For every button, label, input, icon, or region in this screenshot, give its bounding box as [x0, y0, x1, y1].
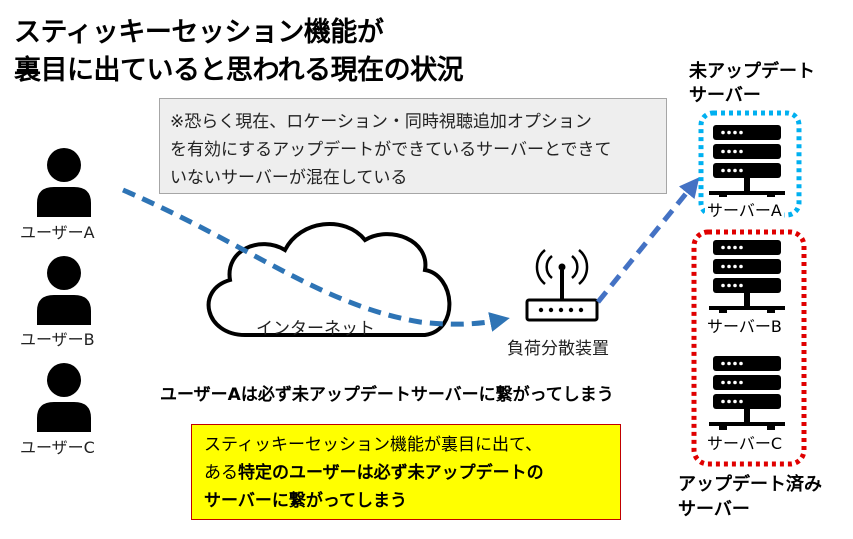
server-b-label: サーバーB: [705, 313, 784, 337]
user-b-icon: [37, 256, 91, 325]
updated-group-border: [691, 229, 807, 467]
note-line-3: いないサーバーが混在している: [170, 168, 408, 188]
user-b-label: ユーザーB: [20, 330, 95, 349]
result-caption: ユーザーAは必ず未アップデートサーバーに繋がってしまう: [160, 385, 614, 405]
conclusion-line-1: スティッキーセッション機能が裏目に出て、: [204, 435, 543, 455]
cloud-icon: [206, 222, 452, 337]
conclusion-line-3: サーバーに繋がってしまう: [204, 491, 407, 511]
conclusion-line-2-bold: 特定のユーザーは必ず未アップデートの: [238, 463, 544, 483]
user-c-icon: [37, 363, 91, 432]
load-balancer-label: 負荷分散装置: [507, 339, 609, 359]
server-c-label: サーバーC: [705, 430, 785, 454]
updated-caption-line-1: アップデート済み: [678, 474, 822, 495]
conclusion-line-2: ある特定のユーザーは必ず未アップデートの: [204, 459, 608, 487]
conclusion-box: スティッキーセッション機能が裏目に出て、 ある特定のユーザーは必ず未アップデート…: [191, 424, 621, 520]
not-updated-caption-line-2: サーバー: [689, 85, 761, 106]
updated-caption-line-2: サーバー: [678, 499, 750, 520]
conclusion-line-2-normal: ある: [204, 463, 238, 483]
user-c-label: ユーザーC: [20, 438, 95, 457]
server-c-icon: [709, 356, 785, 438]
server-b-icon: [709, 240, 785, 322]
note-line-1: ※恐らく現在、ロケーション・同時視聴追加オプション: [170, 112, 592, 132]
user-a-icon: [37, 148, 91, 217]
server-a-icon: [709, 125, 785, 207]
title-line-1: スティッキーセッション機能が: [14, 17, 384, 48]
path-user-a-to-lb: [122, 187, 510, 332]
note-box: ※恐らく現在、ロケーション・同時視聴追加オプション を有効にするアップデートがで…: [159, 98, 667, 194]
note-line-2: を有効にするアップデートができているサーバーとできて: [170, 140, 612, 160]
path-lb-to-server-a: [596, 177, 700, 304]
internet-label: インターネット: [256, 319, 375, 339]
not-updated-caption-line-1: 未アップデート: [689, 61, 815, 82]
title-line-2: 裏目に出ていると思われる現在の状況: [14, 55, 464, 86]
router-icon: [525, 249, 599, 322]
user-a-label: ユーザーA: [20, 223, 95, 242]
server-a-label: サーバーA: [705, 197, 784, 221]
